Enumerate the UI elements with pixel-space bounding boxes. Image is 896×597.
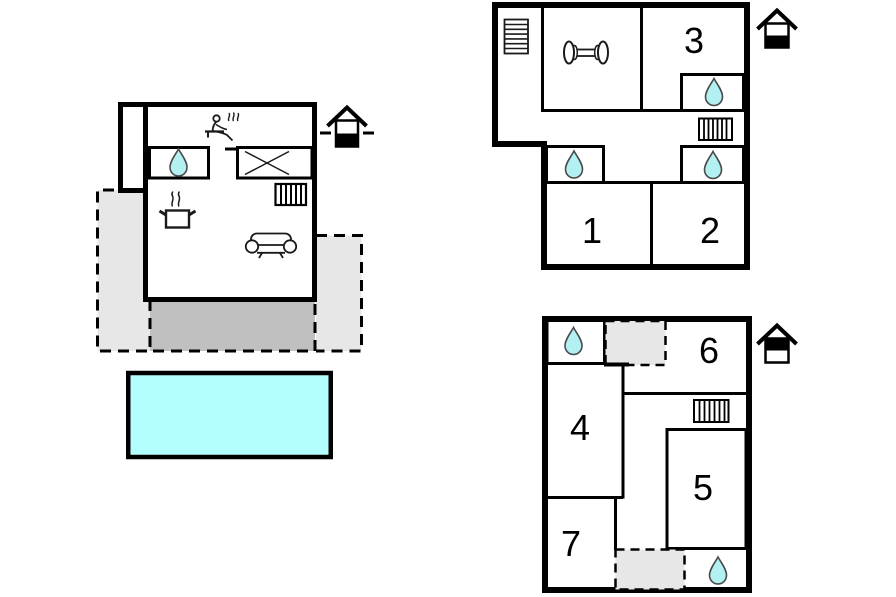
x-fixture-icon (236, 146, 314, 180)
water-drop-icon (169, 147, 188, 177)
annex-entry-strip (118, 102, 150, 193)
water-drop-icon (564, 149, 584, 179)
annex-floor-plan (96, 102, 374, 460)
house-level-indicator-ground-icon (756, 7, 798, 49)
radiator-icon (274, 182, 308, 207)
terrace-left (96, 188, 150, 353)
dumbbell-icon (563, 40, 609, 65)
room-label-6: 6 (699, 330, 719, 371)
room-label-7: 7 (561, 523, 581, 564)
water-drop-icon (564, 325, 583, 356)
house-level-indicator-upper-icon (756, 322, 798, 364)
cooking-pot-icon (158, 191, 197, 229)
house-level-indicator-annex-icon (320, 104, 374, 148)
sauna-icon (205, 112, 240, 142)
room-label-1: 1 (582, 210, 602, 251)
sofa-icon (244, 232, 298, 259)
dashed-void-top (604, 319, 667, 367)
radiator-icon (693, 399, 730, 423)
dashed-void-bottom (614, 548, 686, 591)
patio-dark (148, 300, 317, 353)
room-label-3: 3 (684, 20, 704, 61)
terrace-right (316, 234, 363, 353)
stairs-icon (503, 18, 529, 55)
room-label-2: 2 (700, 210, 720, 251)
water-drop-icon (708, 555, 728, 585)
upper-floor-plan: 4 5 6 7 (542, 316, 798, 593)
swimming-pool (126, 370, 333, 460)
water-drop-icon (703, 149, 723, 180)
room-label-5: 5 (693, 467, 713, 508)
water-drop-icon (704, 76, 724, 107)
ground-floor-plan: 1 2 3 (492, 2, 798, 270)
room-label-4: 4 (570, 407, 590, 448)
room5-walls (665, 428, 748, 550)
outer-walls (492, 2, 750, 270)
radiator-icon (698, 117, 733, 141)
